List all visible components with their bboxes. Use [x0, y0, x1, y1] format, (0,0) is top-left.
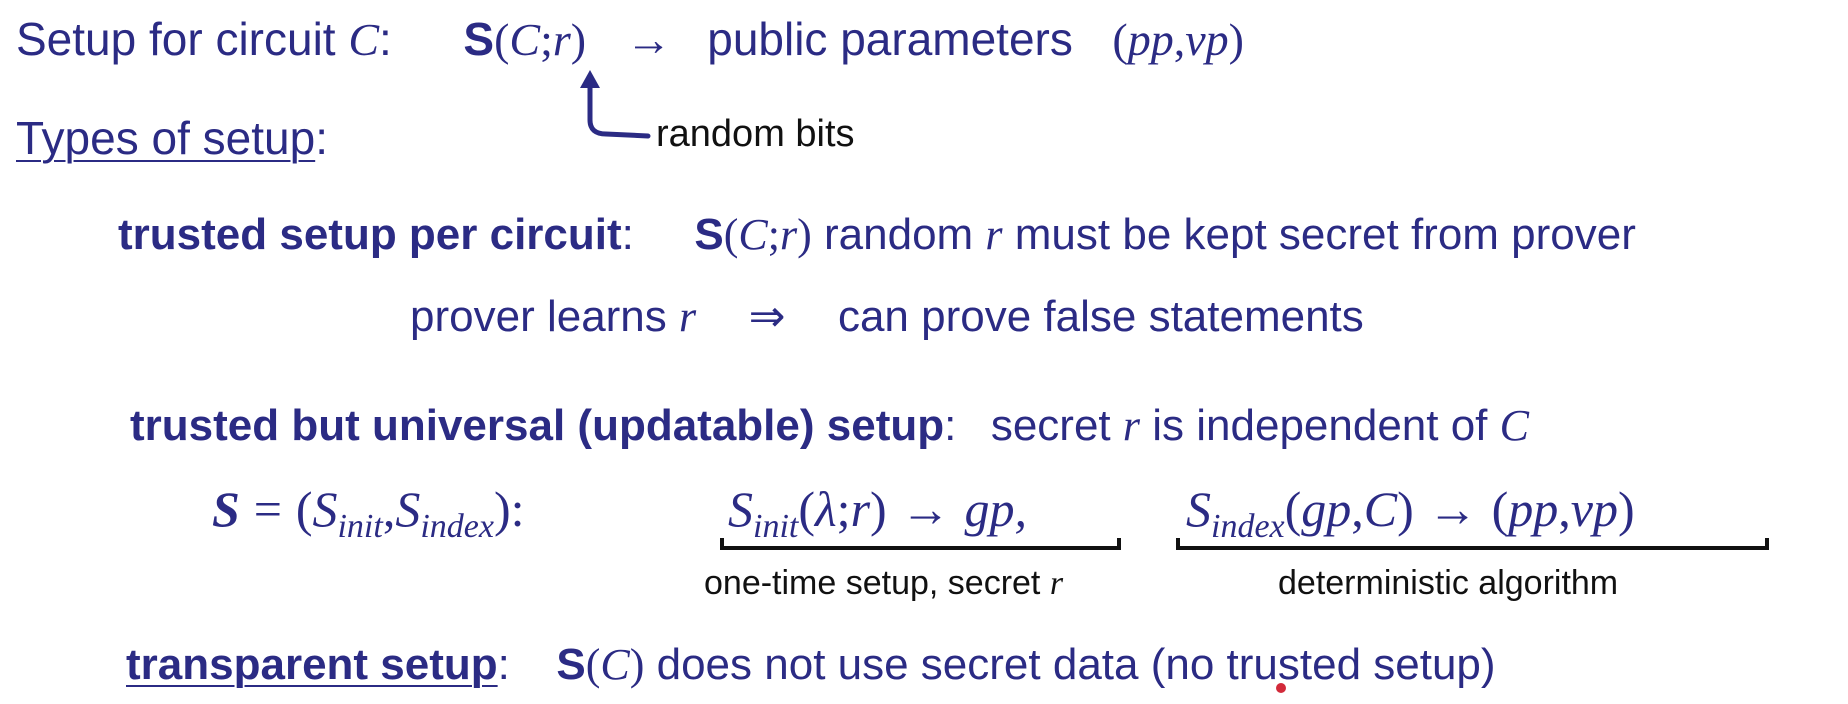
transparent-setup-label: transparent setup [126, 640, 498, 689]
s-index: S [395, 481, 421, 537]
arg-c: C [738, 210, 768, 259]
setup-function: S [463, 13, 495, 65]
comma: , [382, 481, 396, 537]
setup-formula: S = (Sinit,Sindex): [212, 484, 525, 544]
paren-close: ) [797, 210, 812, 259]
paren-open: ( [1491, 481, 1509, 537]
paren-close: ) [1397, 481, 1414, 537]
index-subscript: index [420, 507, 494, 545]
secret-text: must be kept secret from prover [1014, 210, 1636, 259]
secret-text: secret [990, 401, 1111, 450]
semicolon: ; [540, 14, 553, 65]
pp-open: ( [1112, 14, 1128, 65]
init-brace-label: one-time setup, secret r [704, 566, 1063, 601]
setup-function: S [694, 210, 724, 259]
index-subscript: index [1211, 507, 1285, 545]
var-c: C [1363, 481, 1398, 537]
var-r: r [1122, 401, 1141, 450]
paren-open: ( [1284, 481, 1302, 537]
s-init: S [312, 481, 338, 537]
paren-open: ( [494, 14, 510, 65]
gp-output: gp, [964, 481, 1028, 537]
paren-open: ( [798, 481, 815, 537]
gp-input: gp [1301, 481, 1352, 537]
universal-setup-line: trusted but universal (updatable) setup:… [130, 404, 1529, 448]
transparent-setup-line: transparent setup: S(C) does not use sec… [126, 643, 1496, 687]
arrow-icon: → [900, 481, 951, 537]
index-brace-label: deterministic algorithm [1278, 564, 1619, 602]
transparent-text: does not use secret data (no trusted set… [656, 640, 1496, 689]
setup-function: S [556, 640, 586, 689]
var-r: r [679, 292, 697, 341]
types-heading-text: Types of setup [16, 112, 316, 164]
vp: vp [1185, 14, 1229, 65]
paren-open: ( [585, 640, 601, 689]
types-heading: Types of setup: [16, 115, 328, 161]
comma: , [1558, 481, 1571, 537]
setup-label: setup [826, 401, 945, 450]
pp: pp [1127, 14, 1174, 65]
arrow-icon: → [1427, 481, 1478, 537]
paren-close: ): [493, 481, 525, 537]
paren-open: ( [723, 210, 739, 259]
semicolon: ; [767, 210, 780, 259]
var-r: r [850, 481, 871, 537]
arg-r: r [552, 14, 571, 65]
paren-close: ) [570, 14, 587, 65]
semicolon: ; [836, 481, 851, 537]
paren-close: ) [870, 481, 887, 537]
equals: = [253, 481, 282, 537]
s-init: S [728, 481, 753, 537]
var-r: r [985, 210, 1003, 259]
false-statements-text: can prove false statements [837, 292, 1364, 341]
trusted-setup-line: trusted setup per circuit: S(C;r) random… [118, 213, 1636, 257]
init-underbrace [720, 538, 1121, 550]
circuit-variable: C [348, 14, 380, 65]
init-subscript: init [753, 507, 799, 545]
index-underbrace [1176, 538, 1769, 550]
random-text: random [824, 210, 974, 259]
arg-c: C [509, 14, 541, 65]
setup-definition-line: Setup for circuit C: S(C;r) → public par… [16, 16, 1244, 63]
index-formula: Sindex(gp,C) → (pp,vp) [1186, 484, 1635, 544]
vp: vp [1570, 481, 1618, 537]
prover-learns-line: prover learns r ⇒ can prove false statem… [410, 295, 1364, 339]
arrow-icon: → [625, 13, 672, 65]
arg-c: C [600, 640, 630, 689]
colon: : [497, 640, 510, 689]
colon: : [944, 401, 957, 450]
s-symbol: S [212, 481, 240, 537]
universal-label: trusted but universal [130, 401, 566, 450]
pointer-arrow-icon [580, 70, 651, 139]
s-index: S [1186, 481, 1211, 537]
colon: : [621, 210, 634, 259]
var-r: r [1049, 565, 1064, 602]
arg-r: r [779, 210, 798, 259]
implies-icon: ⇒ [748, 292, 786, 341]
pp-close: ) [1228, 14, 1244, 65]
trusted-setup-label: trusted setup per circuit [118, 210, 622, 259]
updatable-label: (updatable) [577, 401, 815, 450]
pp: pp [1508, 481, 1559, 537]
paren-open: ( [295, 481, 313, 537]
init-brace-text: one-time setup, secret [704, 564, 1041, 602]
init-subscript: init [337, 507, 383, 545]
lambda: λ [815, 481, 837, 537]
init-formula: Sinit(λ;r) → gp, [728, 484, 1027, 544]
prover-learns-text: prover learns [410, 292, 667, 341]
independent-text: is independent of [1152, 401, 1488, 450]
paren-close: ) [629, 640, 645, 689]
pp-comma: , [1173, 14, 1186, 65]
public-parameters-text: public parameters [707, 13, 1073, 65]
comma: , [1351, 481, 1364, 537]
types-colon: : [315, 112, 328, 164]
var-c: C [1499, 401, 1529, 450]
colon: : [379, 13, 392, 65]
laser-pointer-dot [1276, 683, 1286, 693]
paren-close: ) [1617, 481, 1635, 537]
setup-label: Setup for circuit [16, 13, 336, 65]
random-bits-label: random bits [656, 113, 855, 155]
